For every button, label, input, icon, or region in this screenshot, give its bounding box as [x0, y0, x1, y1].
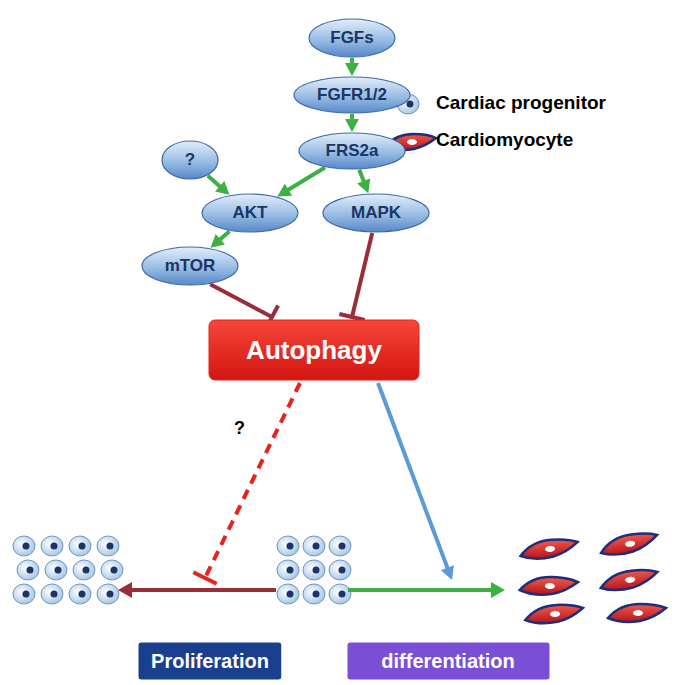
cardiomyocyte-cluster: [520, 531, 666, 624]
node-text: ?: [185, 150, 195, 170]
process-box: differentiation: [346, 641, 551, 681]
signal-ellipse: FGFs: [308, 18, 396, 58]
signal-ellipse: AKT: [201, 193, 299, 233]
activation-arrow: [345, 58, 359, 76]
node-text: FRS2a: [326, 141, 379, 161]
signal-ellipse: ?: [161, 140, 219, 180]
signal-ellipse: mTOR: [141, 246, 239, 286]
node-text: AKT: [233, 203, 268, 223]
progenitor-cluster: [277, 536, 351, 604]
node-text: mTOR: [165, 256, 216, 276]
signal-ellipse: FRS2a: [298, 132, 406, 170]
differentiation-arrow: [348, 582, 505, 598]
node-text: differentiation: [381, 650, 514, 673]
process-box: Autophagy: [208, 319, 420, 381]
activation-arrow: [211, 231, 230, 248]
signal-ellipse: FGFR1/2: [293, 76, 411, 114]
inhibition-connector: [193, 383, 300, 584]
proliferation-arrow: [118, 582, 276, 598]
progenitor-cluster: [13, 536, 123, 604]
activation-arrow: [208, 176, 230, 195]
legend-text: Cardiac progenitor: [436, 92, 606, 114]
node-text: Proliferation: [151, 650, 269, 673]
inhibition-connector: [339, 233, 372, 320]
activation-arrow: [345, 114, 359, 132]
node-text: MAPK: [351, 203, 401, 223]
legend-text: Cardiomyocyte: [436, 129, 573, 151]
activation-arrow: [357, 170, 370, 193]
process-box: Proliferation: [137, 641, 283, 681]
activation-arrow: [277, 167, 325, 196]
node-text: Autophagy: [246, 335, 382, 366]
node-text: FGFR1/2: [317, 85, 387, 105]
note-label: ?: [232, 418, 247, 439]
node-text: FGFs: [330, 28, 373, 48]
activation-arrow: [378, 383, 454, 580]
signal-ellipse: MAPK: [322, 193, 430, 233]
